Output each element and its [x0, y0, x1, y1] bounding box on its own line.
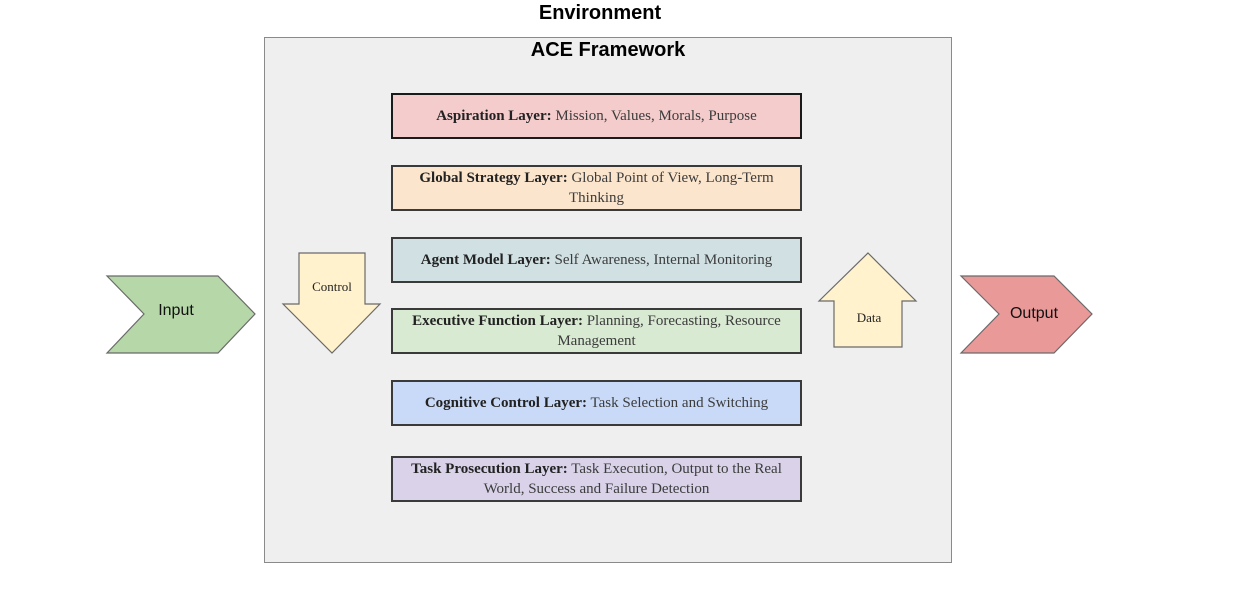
cognitive-control-layer: Cognitive Control Layer: Task Selection … — [391, 380, 802, 426]
layer-description: Task Selection and Switching — [590, 395, 769, 411]
data-label: Data — [856, 310, 882, 325]
layer-name: Agent Model Layer: — [420, 252, 551, 268]
task-prosecution-layer: Task Prosecution Layer: Task Execution, … — [391, 456, 802, 502]
layer-name: Task Prosecution Layer: — [411, 461, 568, 477]
layer-name: Global Strategy Layer: — [419, 170, 568, 186]
global-strategy-layer: Global Strategy Layer: Global Point of V… — [391, 165, 802, 211]
layer-description: Planning, Forecasting, Resource Manageme… — [557, 313, 781, 349]
data-arrow — [817, 252, 918, 348]
layer-description: Self Awareness, Internal Monitoring — [554, 252, 773, 268]
ace-framework-title: ACE Framework — [530, 39, 686, 61]
executive-function-layer: Executive Function Layer: Planning, Fore… — [391, 308, 802, 354]
output-label: Output — [1009, 305, 1059, 322]
layer-description: Task Execution, Output to the Real World… — [483, 461, 782, 497]
input-chevron — [105, 275, 256, 354]
input-label: Input — [158, 302, 194, 319]
layer-description: Global Point of View, Long-Term Thinking — [569, 170, 774, 206]
layer-name: Executive Function Layer: — [412, 313, 583, 329]
output-chevron — [959, 275, 1093, 354]
layer-name: Aspiration Layer: — [436, 108, 552, 124]
layer-description: Mission, Values, Morals, Purpose — [555, 108, 757, 124]
aspiration-layer: Aspiration Layer: Mission, Values, Moral… — [391, 93, 802, 139]
control-label: Control — [312, 279, 352, 294]
control-arrow — [281, 252, 382, 354]
layer-name: Cognitive Control Layer: — [424, 395, 588, 411]
agent-model-layer: Agent Model Layer: Self Awareness, Inter… — [391, 237, 802, 283]
environment-title: Environment — [538, 2, 662, 24]
